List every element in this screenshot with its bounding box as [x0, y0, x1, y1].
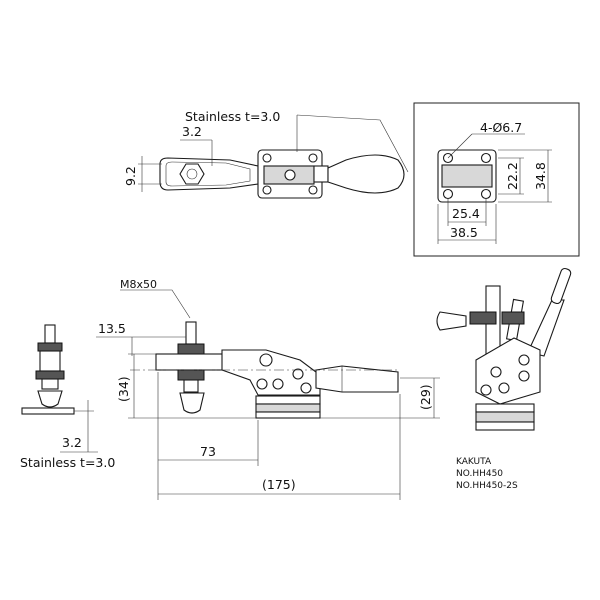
top-view: Stainless t=3.0 3.2 9.2 — [123, 109, 409, 199]
hex-nut-icon — [179, 163, 205, 185]
model-label: KAKUTA NO.HH450 NO.HH450-2S — [456, 457, 518, 491]
bolt-label: M8x50 — [120, 278, 157, 291]
dim-top-height: 9.2 — [123, 166, 138, 186]
model-number-2: NO.HH450-2S — [456, 481, 518, 491]
base-detail: 4-Ø6.7 22.2 34.8 25.4 38.5 — [413, 102, 580, 257]
maker-name: KAKUTA — [456, 457, 492, 467]
isometric-view — [436, 267, 572, 431]
dim-side-thickness: 3.2 — [62, 435, 82, 450]
hole-callout: 4-Ø6.7 — [480, 120, 522, 135]
dim-spindle-offset: 13.5 — [98, 321, 126, 336]
dim-spindle-reach: 73 — [200, 444, 216, 459]
dim-overall-length: (175) — [262, 477, 296, 492]
model-number-1: NO.HH450 — [456, 469, 503, 479]
dim-base-width: 38.5 — [450, 225, 478, 240]
dim-hole-pitch-v: 22.2 — [505, 162, 520, 190]
spindle-side-view: 3.2 Stainless t=3.0 — [20, 324, 115, 470]
dim-hole-pitch-h: 25.4 — [452, 206, 480, 221]
material-label-bottom: Stainless t=3.0 — [20, 455, 115, 470]
dim-height-base: (29) — [418, 384, 433, 410]
dim-base-height: 34.8 — [533, 162, 548, 190]
main-side-view: M8x50 13.5 (34) (29) 73 (175) — [96, 278, 440, 500]
dim-height-open: (34) — [116, 376, 131, 402]
material-label-top: Stainless t=3.0 — [185, 109, 280, 124]
dim-top-thickness: 3.2 — [182, 124, 202, 139]
